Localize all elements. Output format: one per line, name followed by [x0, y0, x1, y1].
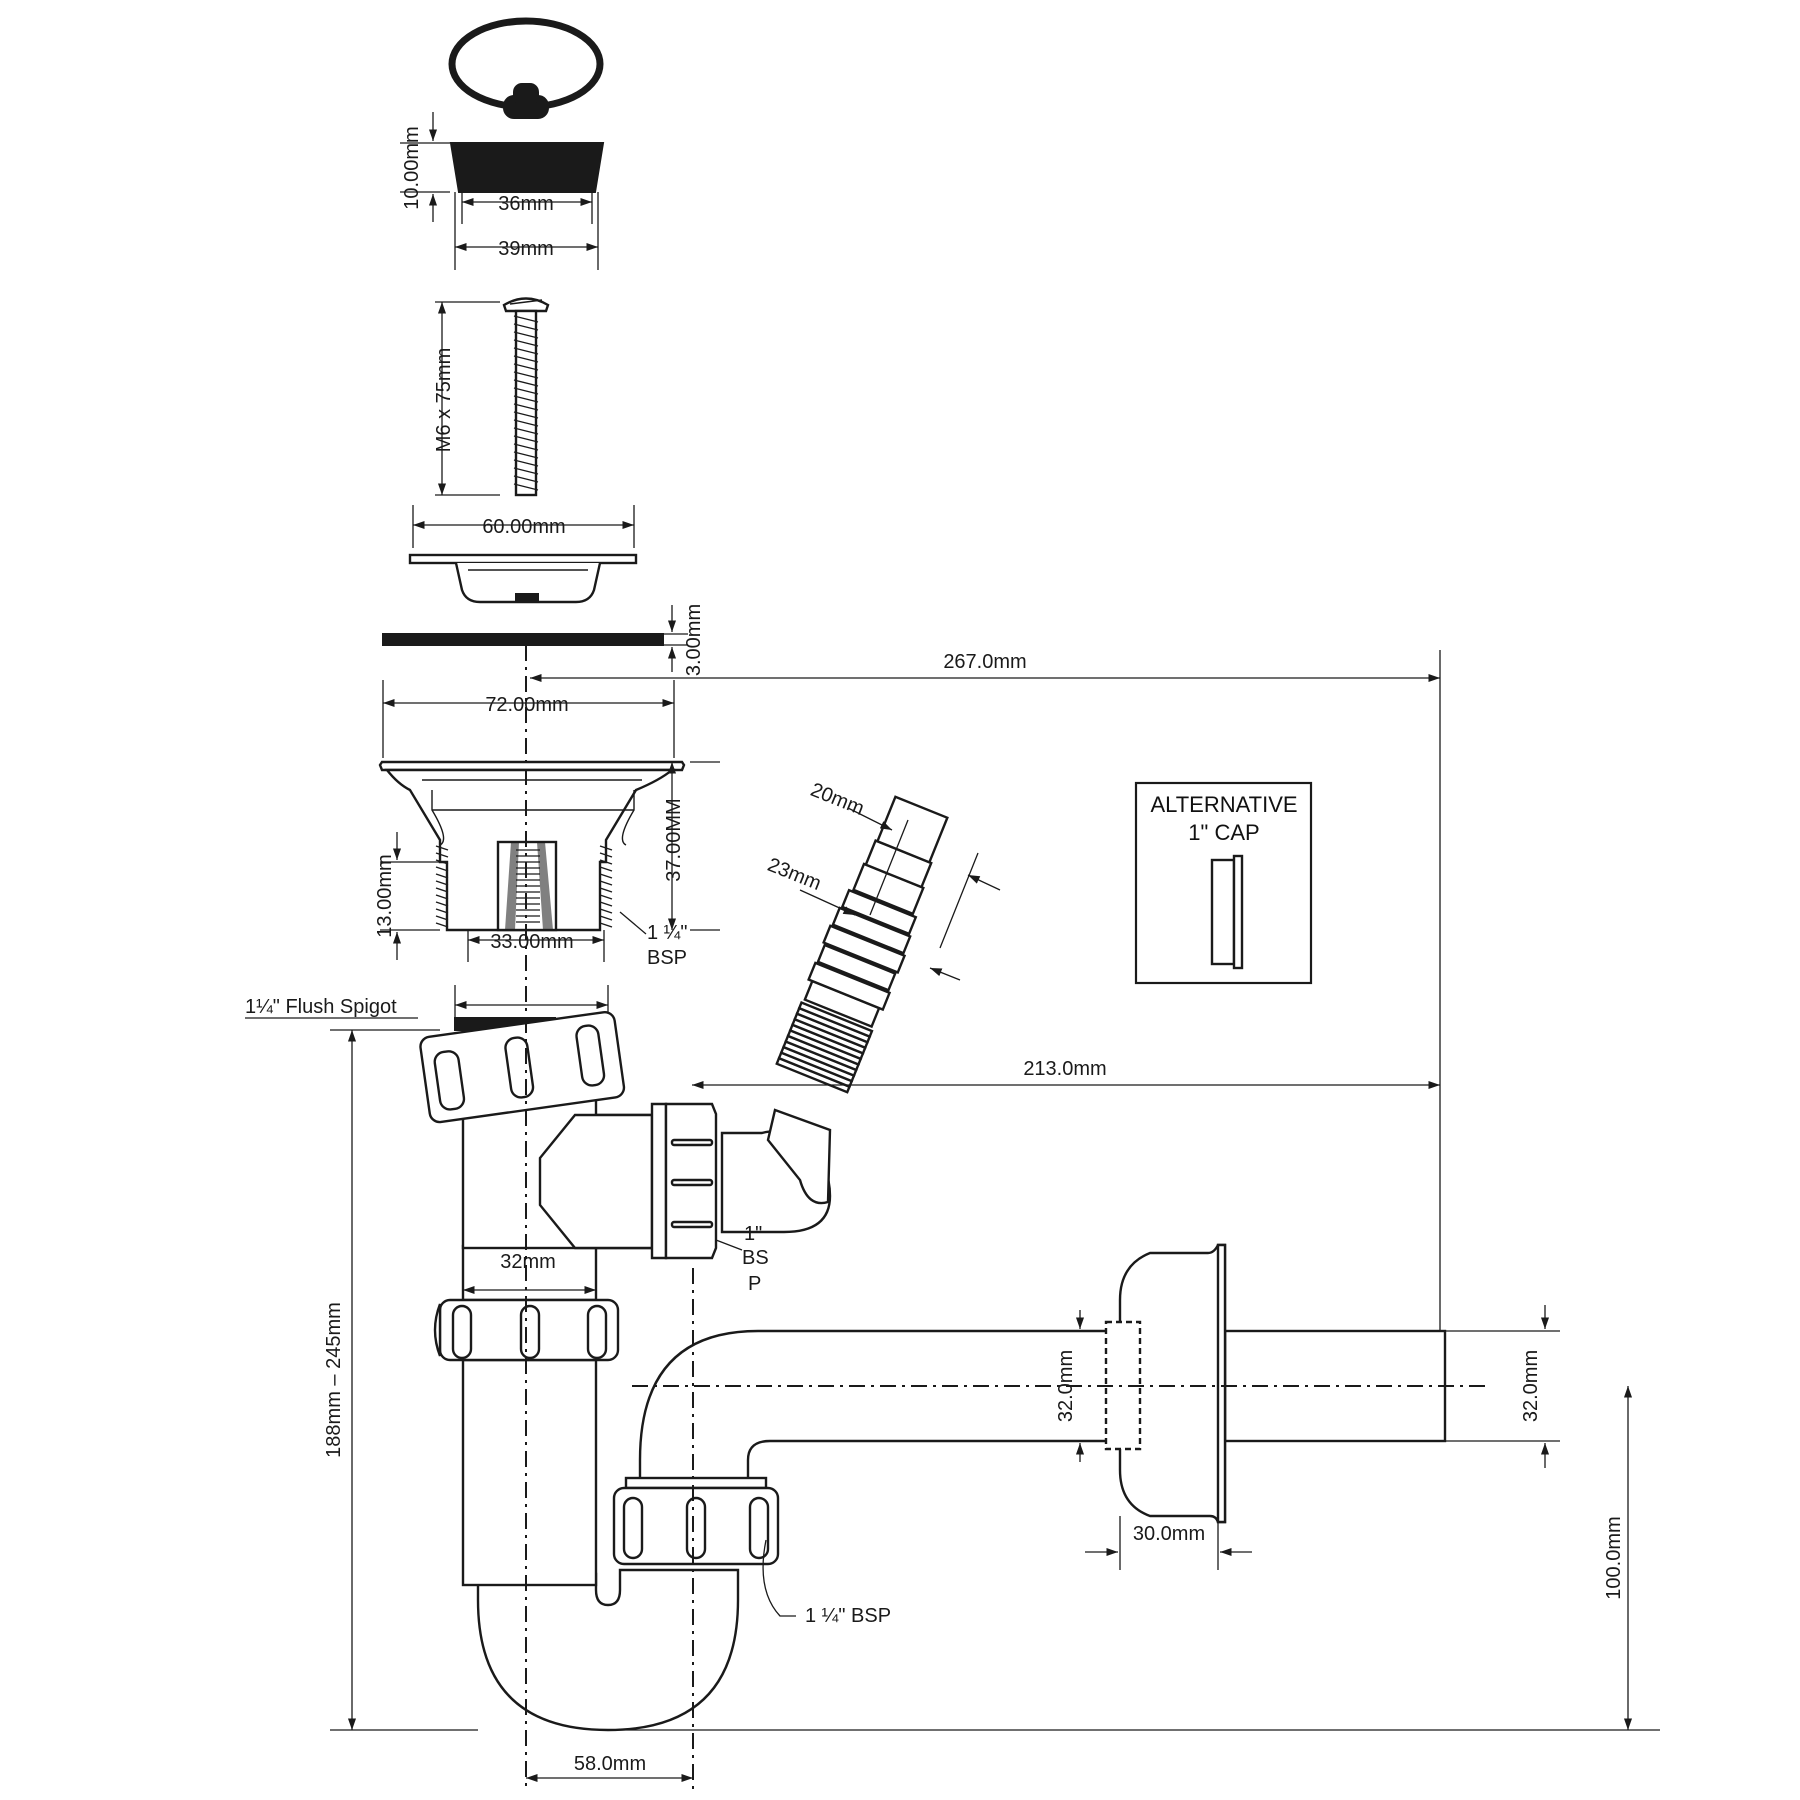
- alternative-cap-title-1: ALTERNATIVE: [1150, 792, 1297, 817]
- overall-height-label: 188mm – 245mm: [323, 1302, 345, 1458]
- screw-dimension: M6 x 75mm: [433, 301, 500, 496]
- pipe-dia-right-label: 32.0mm: [1520, 1350, 1542, 1422]
- trap-bsp-label: 1 ¼" BSP: [805, 1605, 891, 1627]
- waste-depth-label: 37.00MM: [663, 798, 685, 881]
- u-bend: [638, 1329, 1122, 1487]
- pipe-dia-left-label: 32.0mm: [1055, 1350, 1077, 1422]
- spigot-dimension: 1¼" Flush Spigot: [245, 985, 609, 1019]
- plug-height-label: 10.00mm: [401, 126, 423, 209]
- washer-dimension: 3.00mm: [663, 604, 705, 676]
- grate-width-label: 60.00mm: [482, 516, 565, 538]
- trap-offset-label: 58.0mm: [574, 1753, 646, 1775]
- alternative-cap-part: [1210, 858, 1236, 966]
- span-267-label: 267.0mm: [943, 651, 1026, 673]
- bottle-bend: [476, 1568, 740, 1732]
- washer-thickness-label: 3.00mm: [683, 604, 705, 676]
- plug-dimensions: 10.00mm 36mm 39mm: [400, 112, 599, 270]
- alternative-cap-panel: ALTERNATIVE 1" CAP: [1134, 781, 1313, 985]
- side-bsp-label-3: P: [748, 1273, 761, 1295]
- middle-nut: [433, 1298, 620, 1362]
- main-dimensions: 267.0mm 213.0mm 188mm – 245mm 32mm 1" BS…: [323, 650, 1660, 1783]
- waste-body: [378, 760, 686, 932]
- side-bsp-label-2: BS: [742, 1247, 769, 1269]
- thread-width-label: 33.00mm: [490, 931, 573, 953]
- thread-bsp-label-2: BSP: [647, 947, 687, 969]
- screw: [502, 297, 550, 497]
- flush-spigot-label: 1¼" Flush Spigot: [245, 996, 397, 1018]
- wall-flange: [1118, 1243, 1227, 1524]
- thread-length-label: 13.00mm: [374, 854, 396, 937]
- corrugated-hose: [775, 795, 949, 1094]
- nozzle-tip-label: 20mm: [807, 779, 867, 820]
- center-lines: [525, 645, 1490, 1790]
- alternative-cap-title-2: 1" CAP: [1188, 820, 1259, 845]
- side-nut: [650, 1102, 668, 1260]
- side-bsp-label-1: 1": [744, 1223, 762, 1245]
- grate-dimension: 60.00mm: [412, 505, 635, 548]
- flange-depth-label: 30.0mm: [1133, 1523, 1205, 1545]
- outlet-height-label: 100.0mm: [1603, 1516, 1625, 1599]
- flange-width-label: 72.00mm: [485, 694, 568, 716]
- thread-bsp-label: 1 ¼": [647, 922, 687, 944]
- waste-dimensions: 72.00mm 37.00MM 13.00mm 33.00mm 1 ¼" BSP: [374, 680, 720, 969]
- dip-tube: [461, 1358, 598, 1587]
- bottom-nut: [612, 1476, 780, 1566]
- plug: [448, 17, 605, 193]
- screw-label: M6 x 75mm: [433, 348, 455, 452]
- sealing-washer: [382, 633, 664, 646]
- plug-inner-width-label: 36mm: [498, 193, 554, 215]
- nozzle-base-label: 23mm: [764, 854, 824, 895]
- grate: [408, 553, 638, 604]
- trap-body-width-label: 32mm: [500, 1251, 556, 1273]
- plug-outer-width-label: 39mm: [498, 238, 554, 260]
- span-213-label: 213.0mm: [1023, 1058, 1106, 1080]
